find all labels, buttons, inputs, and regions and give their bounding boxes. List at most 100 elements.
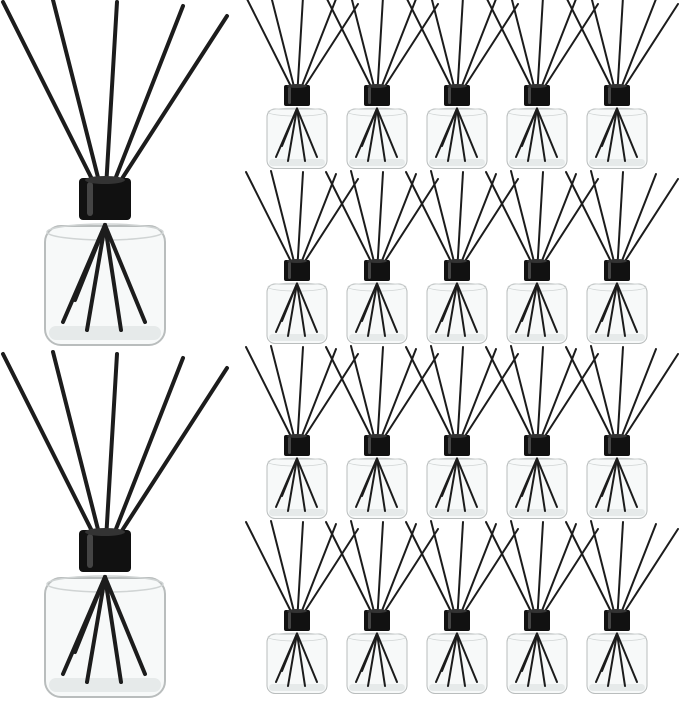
reed-stick: [565, 171, 618, 275]
cap-highlight: [448, 437, 451, 454]
reed-stick: [296, 171, 304, 275]
bottle-base: [509, 509, 565, 516]
bottle-cap: [284, 610, 310, 631]
small-diffuser: [325, 170, 439, 344]
reed-stick-submerged: [367, 457, 378, 512]
reed-stick: [376, 178, 439, 275]
reed-stick: [536, 523, 577, 625]
bottle-base: [269, 334, 325, 341]
reed-stick: [456, 523, 497, 625]
cap-highlight: [608, 437, 611, 454]
reed-stick: [296, 178, 359, 275]
reed-stick: [270, 170, 298, 275]
reed-stick-submerged: [296, 632, 318, 683]
bottle-cap: [79, 178, 131, 220]
reed-stick: [536, 346, 544, 450]
reed-stick-submerged: [456, 632, 478, 683]
reed-stick-submerged: [616, 632, 626, 687]
reed-stick-submerged: [361, 282, 378, 322]
reed-stick-submerged: [456, 457, 478, 508]
reed-stick: [456, 353, 519, 450]
reed-stick: [616, 348, 657, 450]
reed-stick: [590, 170, 618, 275]
reed-stick: [456, 171, 464, 275]
reed-stick: [51, 0, 107, 207]
reed-stick-submerged: [296, 107, 318, 158]
reed-stick-submerged: [527, 457, 538, 512]
reed-stick: [103, 0, 119, 207]
reed-stick: [590, 520, 618, 625]
reed-stick-submerged: [281, 632, 298, 672]
bottle-base: [589, 159, 645, 166]
reed-stick: [486, 0, 538, 100]
small-diffuser: [566, 0, 679, 169]
reed-stick-submerged: [616, 632, 638, 683]
reed-stick: [565, 346, 618, 450]
small-diffuser: [485, 345, 599, 519]
bottle-cap: [444, 85, 470, 106]
cap-top: [85, 176, 125, 184]
cap-top: [367, 259, 387, 263]
small-diffuser: [245, 170, 359, 344]
bottle-cap: [364, 85, 390, 106]
cap-top: [447, 434, 467, 438]
reed-stick: [103, 4, 185, 207]
reed-stick: [430, 520, 458, 625]
reed-stick: [296, 353, 359, 450]
reed-stick-submerged: [616, 107, 626, 162]
reed-stick: [405, 346, 458, 450]
bottle-cap: [284, 435, 310, 456]
reed-stick: [103, 14, 229, 207]
cap-top: [447, 609, 467, 613]
bottle-cap: [364, 435, 390, 456]
bottle-cap: [604, 435, 630, 456]
cap-top: [287, 84, 307, 88]
reed-stick: [430, 345, 458, 450]
bottle-base: [429, 509, 485, 516]
reed-stick-submerged: [607, 457, 618, 512]
reed-stick: [590, 345, 618, 450]
cap-highlight: [608, 87, 611, 104]
cap-top: [85, 528, 125, 536]
reed-stick: [296, 0, 304, 100]
reed-stick-submerged: [536, 107, 558, 158]
reed-stick-submerged: [376, 107, 398, 158]
reed-stick-submerged: [441, 632, 458, 672]
reed-stick: [616, 0, 657, 100]
reed-stick-submerged: [376, 632, 398, 683]
reed-stick-submerged: [281, 282, 298, 322]
bottle-base: [589, 509, 645, 516]
reed-stick-submerged: [456, 107, 466, 162]
reed-stick: [485, 346, 538, 450]
bottle-cap: [524, 435, 550, 456]
reed-stick: [325, 521, 378, 625]
reed-stick: [296, 348, 337, 450]
bottle-cap: [364, 610, 390, 631]
reed-stick: [485, 171, 538, 275]
reed-stick: [406, 0, 458, 100]
reed-stick: [456, 348, 497, 450]
reed-stick-submerged: [296, 107, 306, 162]
reed-stick-submerged: [616, 457, 638, 508]
bottle-base: [49, 678, 161, 692]
reed-stick: [376, 0, 384, 100]
reed-stick-submerged: [376, 107, 386, 162]
reed-stick-submerged: [376, 632, 386, 687]
cap-top: [447, 259, 467, 263]
reed-stick: [376, 523, 417, 625]
reed-stick: [296, 3, 359, 100]
cap-top: [607, 434, 627, 438]
reed-stick: [566, 0, 618, 100]
reed-stick-submerged: [447, 632, 458, 687]
cap-highlight: [608, 262, 611, 279]
bottle-base: [49, 326, 161, 340]
cap-top: [367, 609, 387, 613]
reed-stick: [350, 345, 378, 450]
cap-highlight: [608, 612, 611, 629]
reed-stick: [376, 346, 384, 450]
reed-stick-submerged: [441, 457, 458, 497]
reed-stick: [376, 348, 417, 450]
reed-stick-submerged: [367, 107, 378, 162]
reed-stick-submerged: [521, 107, 538, 147]
reed-stick: [430, 0, 458, 100]
